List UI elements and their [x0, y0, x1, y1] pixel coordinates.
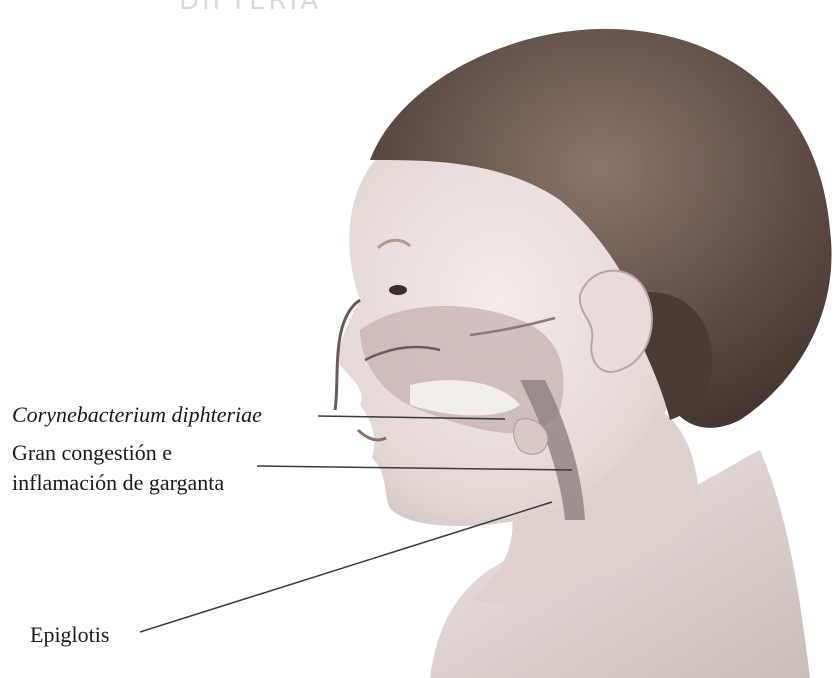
label-epiglottis: Epiglotis	[30, 620, 109, 649]
eye-icon	[389, 285, 407, 295]
label-bacterium: Corynebacterium diphteriae	[12, 400, 262, 429]
label-congestion-line2: inflamación de garganta	[12, 468, 224, 497]
label-congestion-line1: Gran congestión e	[12, 438, 172, 467]
